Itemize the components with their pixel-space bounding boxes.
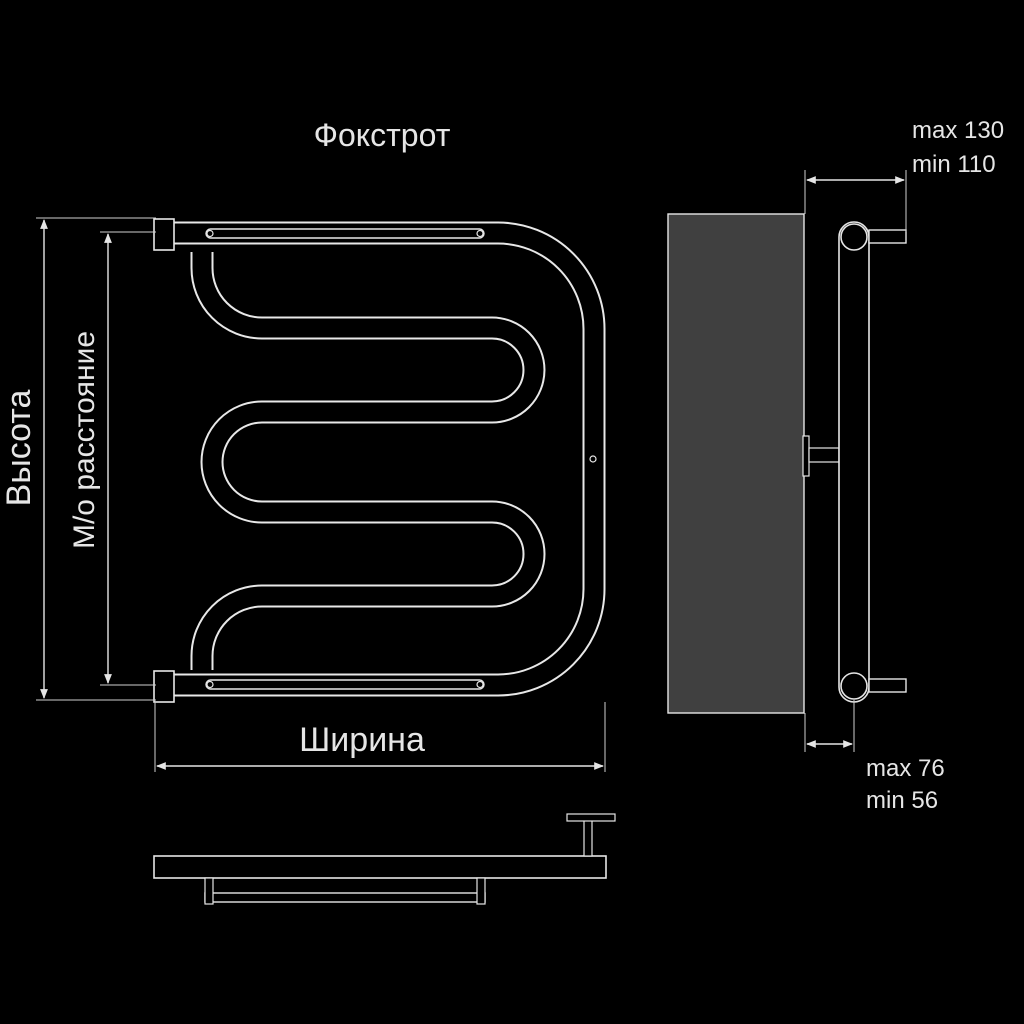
axis-offset-dimension	[804, 700, 855, 752]
width-label: Ширина	[299, 721, 425, 759]
top-rod	[205, 228, 485, 239]
side-top-pipe-circle	[840, 223, 868, 251]
wall-offset-max-label: max 130	[912, 117, 1004, 144]
axis-offset-min-label: min 56	[866, 787, 938, 814]
height-label: Высота	[0, 390, 38, 507]
bottom-pipe-end	[153, 670, 175, 703]
serpentine-pipe-inner	[167, 223, 604, 695]
diagram-title: Фокстрот	[314, 117, 451, 153]
side-riser	[838, 221, 870, 703]
top-view	[153, 813, 616, 905]
center-distance-dimension	[100, 231, 156, 686]
wall-block	[667, 213, 805, 714]
top-pipe-end	[153, 218, 175, 251]
width-dimension	[154, 702, 606, 772]
axis-offset-max-label: max 76	[866, 755, 945, 782]
top-view-rod-right-support	[476, 877, 486, 905]
top-view-mount-stem	[583, 819, 593, 857]
side-top-pipe	[868, 229, 907, 244]
top-view-mount-flange	[566, 813, 616, 822]
top-view-rod-left-support	[204, 877, 214, 905]
center-distance-label: М/о расстояние	[68, 331, 101, 549]
wall-offset-dimension	[804, 170, 907, 232]
wall-mount-flange	[802, 435, 810, 477]
bottom-rod	[205, 679, 485, 690]
side-bottom-pipe	[868, 678, 907, 693]
wall-offset-min-label: min 110	[912, 151, 996, 178]
side-bottom-pipe-circle	[840, 672, 868, 700]
side-view: max 130 min 110 max 76 min 56	[667, 117, 1004, 814]
air-vent-icon	[589, 455, 597, 463]
serpentine-pipe-outline	[167, 221, 606, 697]
height-dimension	[36, 217, 156, 701]
front-view: Фокстрот Высота М/о расстояние Ширина	[0, 117, 606, 772]
top-view-rod	[204, 892, 486, 903]
top-view-body	[153, 855, 607, 879]
wall-mount-rod	[808, 447, 840, 463]
